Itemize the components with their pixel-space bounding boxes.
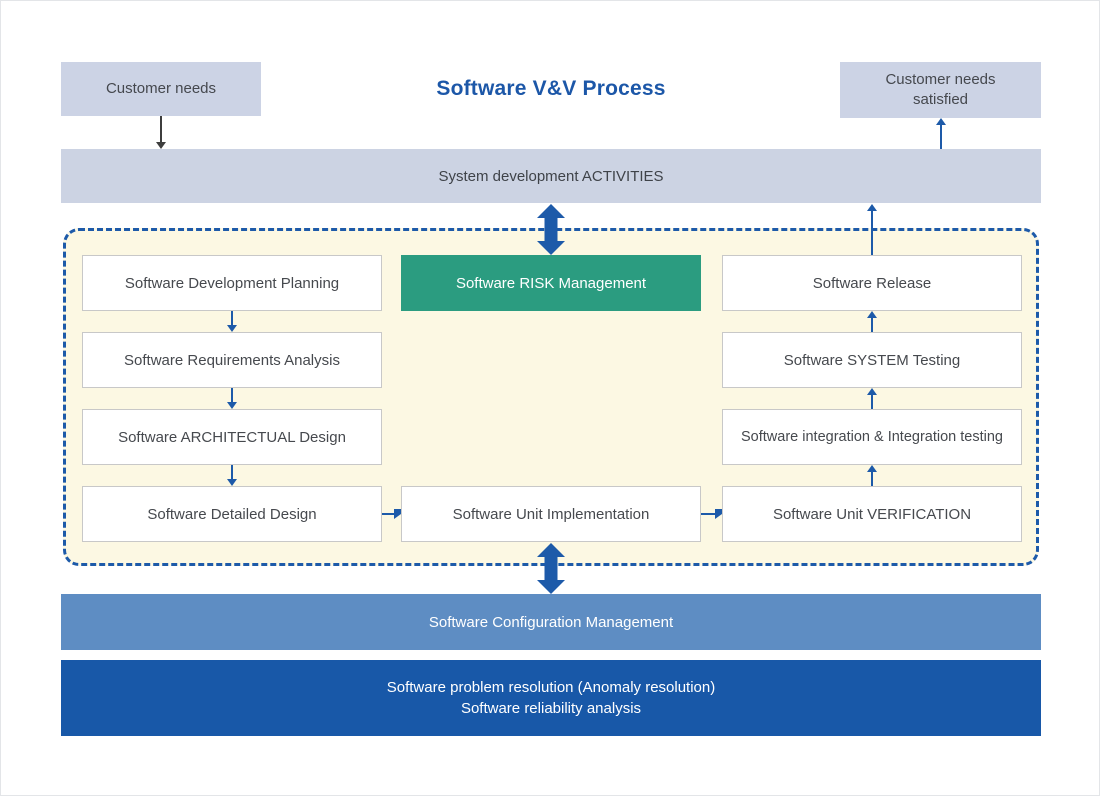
software-problem-resolution-band: Software problem resolution (Anomaly res… [61, 660, 1041, 736]
double-arrow-vertical-icon [537, 543, 565, 594]
page-title: Software V&V Process [436, 77, 666, 100]
arrow-down-icon [227, 465, 237, 486]
software-configuration-management-band: Software Configuration Management [61, 594, 1041, 650]
arrow-right-icon [382, 509, 401, 519]
problem-resolution-line2: Software reliability analysis [460, 700, 642, 717]
arrow-up-icon [867, 204, 877, 255]
arrow-down-icon [227, 388, 237, 409]
software-risk-management-box: Software RISK Management [401, 255, 701, 311]
arrow-up-icon [867, 388, 877, 409]
arrow-down-icon [227, 311, 237, 332]
arrow-up-icon [867, 311, 877, 332]
software-unit-verification-box: Software Unit VERIFICATION [722, 486, 1022, 542]
software-integration-testing-box: Software integration & Integration testi… [722, 409, 1022, 465]
customer-needs-box: Customer needs [61, 62, 261, 116]
software-detailed-design-box: Software Detailed Design [82, 486, 382, 542]
software-unit-implementation-box: Software Unit Implementation [401, 486, 701, 542]
software-architectual-design-box: Software ARCHITECTUAL Design [82, 409, 382, 465]
customer-needs-satisfied-box: Customer needs satisfied [840, 62, 1041, 118]
problem-resolution-line1: Software problem resolution (Anomaly res… [386, 679, 716, 696]
double-arrow-vertical-icon [537, 204, 565, 255]
software-development-planning-box: Software Development Planning [82, 255, 382, 311]
arrow-up-icon [867, 465, 877, 486]
system-development-activities-band: System development ACTIVITIES [61, 149, 1041, 203]
arrow-up-icon [936, 118, 946, 149]
software-requirements-analysis-box: Software Requirements Analysis [82, 332, 382, 388]
software-release-box: Software Release [722, 255, 1022, 311]
arrow-down-icon [156, 116, 166, 149]
arrow-right-icon [701, 509, 722, 519]
software-system-testing-box: Software SYSTEM Testing [722, 332, 1022, 388]
